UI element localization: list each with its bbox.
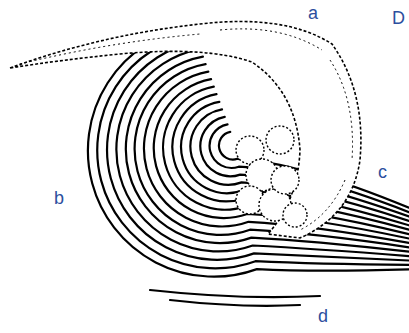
part-label: c xyxy=(376,162,389,182)
part-label: a xyxy=(306,3,320,23)
foam-crest xyxy=(10,22,361,239)
part-label: b xyxy=(52,188,66,208)
wave-curl-lines xyxy=(88,27,409,306)
part-label: D xyxy=(390,8,407,28)
part-label: d xyxy=(316,306,330,326)
